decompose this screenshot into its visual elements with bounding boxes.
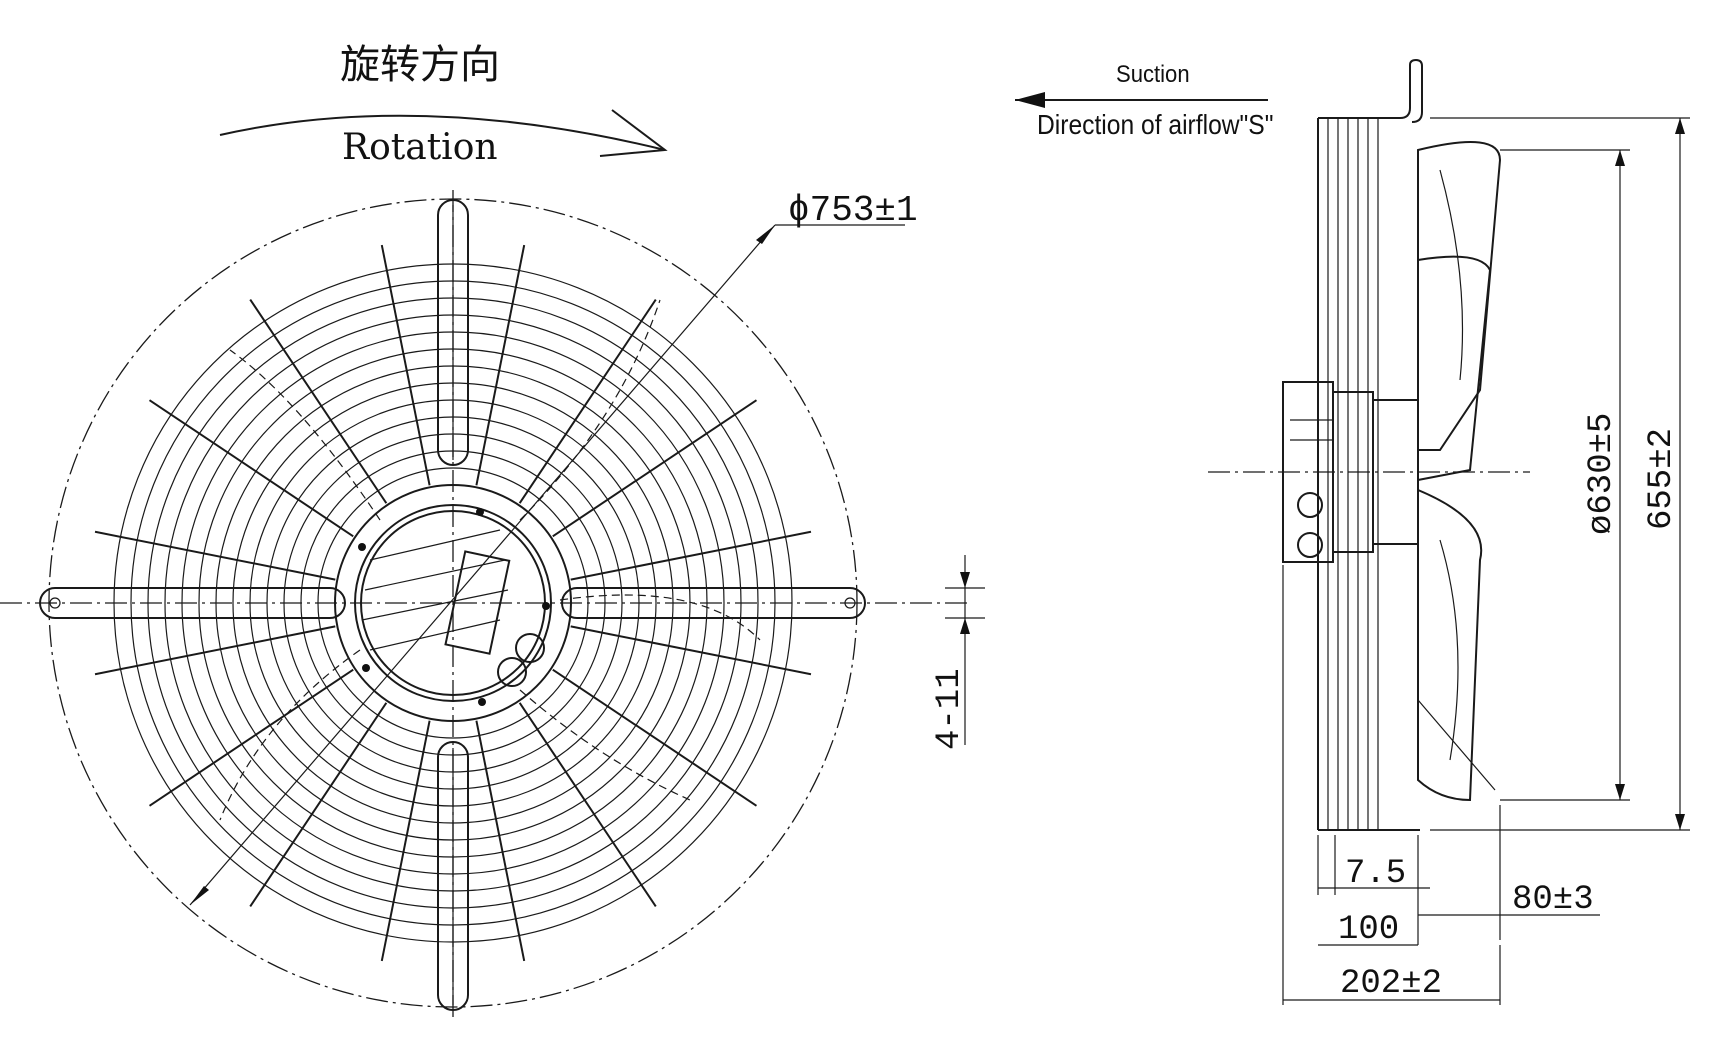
dim-100 xyxy=(1318,835,1419,946)
terminal-box xyxy=(444,550,511,655)
guard-spoke xyxy=(249,702,388,908)
guard-spoke xyxy=(552,399,758,538)
hub-bolt xyxy=(362,664,370,672)
hole-dimension xyxy=(945,555,985,745)
hub-bolt xyxy=(358,543,366,551)
front-view: 旋转方向 Rotation xyxy=(0,42,985,1020)
fan-blades xyxy=(219,299,761,821)
cable-gland-1 xyxy=(515,633,545,663)
dim-7-5-label: 7.5 xyxy=(1345,855,1406,893)
side-view: Suction Direction of airflow"S" xyxy=(1015,58,1690,1005)
mounting-tab-top xyxy=(437,199,469,466)
dim-655 xyxy=(1430,117,1690,831)
guard-spoke xyxy=(518,702,657,908)
cable-gland-2 xyxy=(497,657,527,687)
dim-7-5 xyxy=(1317,835,1430,895)
guard-spoke xyxy=(148,668,354,807)
guard-spoke xyxy=(475,244,526,486)
guard-ring xyxy=(317,467,589,739)
guard-spoke xyxy=(94,530,336,581)
airflow-label: Direction of airflow"S" xyxy=(1037,109,1273,141)
guard-spokes xyxy=(94,244,812,962)
motor-hub xyxy=(334,484,572,722)
hub-bolt xyxy=(476,508,484,516)
rotation-arrow xyxy=(219,109,668,157)
guard-spoke xyxy=(475,720,526,962)
dim-100-label: 100 xyxy=(1338,911,1399,949)
dim-655-label: 655±2 xyxy=(1643,428,1681,530)
guard-spoke xyxy=(518,298,657,504)
suction-label: Suction xyxy=(1116,60,1190,87)
guard-spoke xyxy=(94,625,336,676)
dim-630-label: ø630±5 xyxy=(1583,413,1621,535)
guard-spoke xyxy=(249,298,388,504)
diameter-label: ϕ753±1 xyxy=(788,190,918,231)
mounting-tab-bottom xyxy=(437,741,469,1011)
rotation-label-cn: 旋转方向 xyxy=(340,42,500,88)
dim-202-label: 202±2 xyxy=(1340,965,1442,1003)
dim-80 xyxy=(1418,805,1600,940)
cable-gland-side-2 xyxy=(1297,532,1323,558)
guard-spoke xyxy=(380,244,431,486)
dim-630 xyxy=(1500,149,1630,801)
mounting-tab-right xyxy=(561,587,866,619)
mounting-tab-left xyxy=(39,587,346,619)
dim-202 xyxy=(1282,565,1501,1005)
airflow-arrow xyxy=(1015,92,1268,108)
guard-spoke xyxy=(570,530,812,581)
guard-spoke xyxy=(552,668,758,807)
rotation-label-en: Rotation xyxy=(342,127,498,168)
guard-spoke xyxy=(148,399,354,538)
guard-spoke xyxy=(380,720,431,962)
guard-spoke xyxy=(570,625,812,676)
hub-bolt xyxy=(542,602,550,610)
dim-80-label: 80±3 xyxy=(1512,881,1594,919)
impeller-blades-side xyxy=(1417,141,1502,802)
hub-bolt xyxy=(478,698,486,706)
motor-side xyxy=(1282,381,1419,563)
guard-side xyxy=(1317,58,1423,831)
diameter-dimension xyxy=(189,224,905,906)
cable-gland-side-1 xyxy=(1297,492,1323,518)
hole-label: 4-11 xyxy=(931,668,969,750)
